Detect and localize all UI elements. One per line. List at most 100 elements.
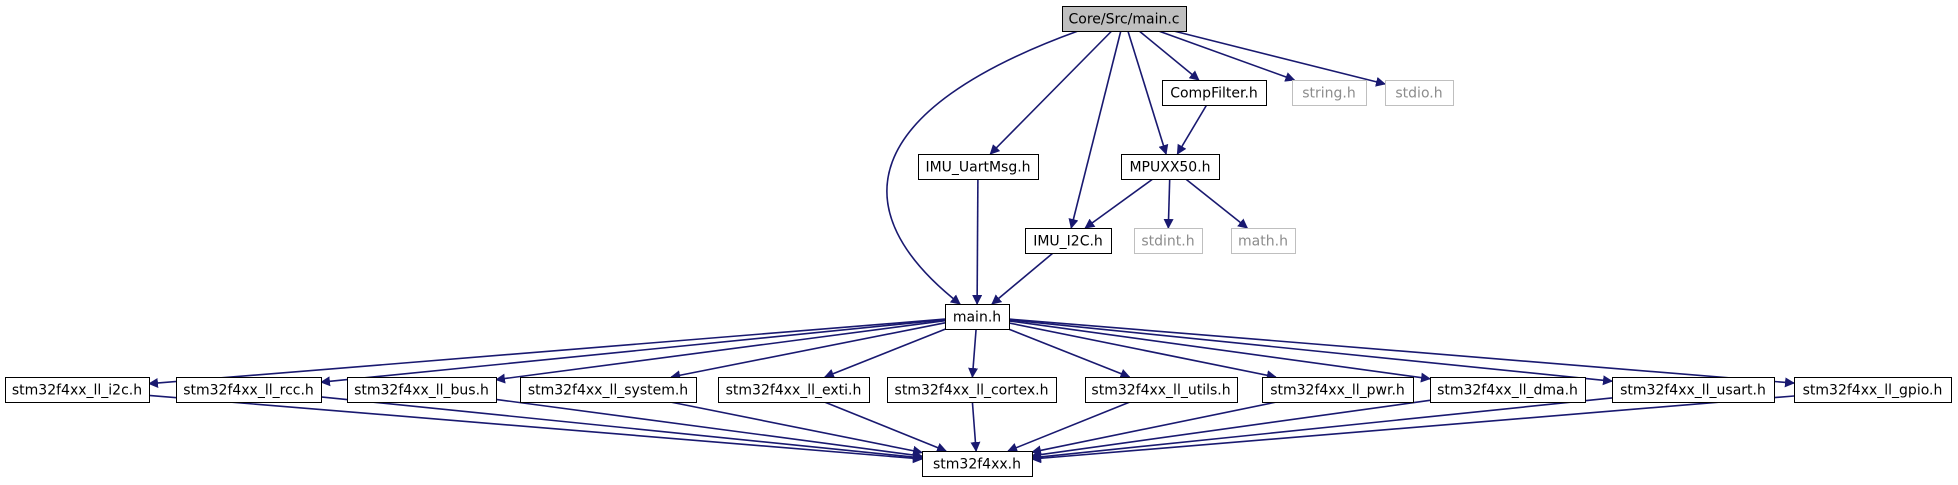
node-stdint-h: stdint.h — [1134, 228, 1203, 254]
node-ll-i2c-h[interactable]: stm32f4xx_ll_i2c.h — [5, 377, 150, 403]
node-main-h[interactable]: main.h — [945, 304, 1010, 330]
edge-imu-i2c-h-to-main-h — [991, 252, 1054, 305]
node-comp-filter-h[interactable]: CompFilter.h — [1162, 80, 1267, 106]
edge-main-c-to-imu-uartmsg-h — [989, 30, 1113, 155]
edge-main-h-to-ll-bus-h — [495, 319, 946, 384]
edge-main-c-to-stdio-h — [1173, 30, 1386, 87]
edge-main-h-to-ll-gpio-h — [1008, 318, 1795, 388]
node-ll-usart-h[interactable]: stm32f4xx_ll_usart.h — [1612, 377, 1775, 403]
node-box-comp-filter-h — [1162, 80, 1267, 106]
node-box-mpuxx50-h — [1121, 154, 1220, 180]
node-box-ll-gpio-h — [1794, 377, 1952, 403]
edge-ll-bus-h-to-stm32f4xx-h — [495, 398, 923, 460]
node-box-ll-bus-h — [347, 377, 497, 403]
edge-main-h-to-ll-system-h — [670, 322, 946, 381]
node-label-math-h: math.h — [1238, 234, 1288, 250]
edge-mpuxx50-h-to-stdint-h — [1163, 178, 1174, 229]
node-label-string-h: string.h — [1302, 86, 1356, 102]
edges — [148, 30, 1795, 464]
node-label-stm32f4xx-h: stm32f4xx.h — [933, 457, 1021, 473]
node-ll-system-h[interactable]: stm32f4xx_ll_system.h — [520, 377, 697, 403]
node-box-ll-pwr-h — [1262, 377, 1414, 403]
node-ll-rcc-h[interactable]: stm32f4xx_ll_rcc.h — [176, 377, 322, 403]
node-box-string-h — [1292, 80, 1367, 106]
node-label-imu-i2c-h: IMU_I2C.h — [1033, 234, 1103, 250]
node-box-ll-system-h — [520, 377, 697, 403]
node-ll-pwr-h[interactable]: stm32f4xx_ll_pwr.h — [1262, 377, 1414, 403]
edge-ll-cortex-h-to-stm32f4xx-h — [970, 401, 981, 452]
node-label-ll-gpio-h: stm32f4xx_ll_gpio.h — [1803, 383, 1943, 399]
node-ll-utils-h[interactable]: stm32f4xx_ll_utils.h — [1085, 377, 1238, 403]
edge-main-h-to-ll-utils-h — [1008, 328, 1131, 379]
node-box-imu-uartmsg-h — [918, 154, 1039, 180]
edge-main-c-to-imu-i2c-h — [1068, 30, 1122, 229]
node-box-stdio-h — [1385, 80, 1454, 106]
node-stm32f4xx-h[interactable]: stm32f4xx.h — [922, 451, 1033, 477]
edge-ll-usart-h-to-stm32f4xx-h — [1031, 397, 1613, 462]
node-label-main-h: main.h — [953, 310, 1001, 326]
node-math-h: math.h — [1231, 228, 1296, 254]
node-label-imu-uartmsg-h: IMU_UartMsg.h — [925, 160, 1030, 176]
edge-main-c-to-string-h — [1158, 30, 1296, 82]
node-label-ll-usart-h: stm32f4xx_ll_usart.h — [1620, 383, 1766, 399]
node-label-stdio-h: stdio.h — [1395, 86, 1442, 102]
node-ll-exti-h[interactable]: stm32f4xx_ll_exti.h — [718, 377, 870, 403]
node-ll-cortex-h[interactable]: stm32f4xx_ll_cortex.h — [887, 377, 1057, 403]
node-box-main-h — [945, 304, 1010, 330]
node-box-imu-i2c-h — [1025, 228, 1112, 254]
node-label-stdint-h: stdint.h — [1141, 234, 1194, 250]
edge-main-h-to-ll-cortex-h — [968, 328, 979, 378]
node-box-ll-utils-h — [1085, 377, 1238, 403]
node-box-ll-exti-h — [718, 377, 870, 403]
edge-main-h-to-ll-rcc-h — [320, 318, 946, 387]
edge-ll-utils-h-to-stm32f4xx-h — [1007, 401, 1131, 453]
edge-ll-system-h-to-stm32f4xx-h — [670, 401, 923, 456]
edge-ll-dma-h-to-stm32f4xx-h — [1031, 399, 1431, 460]
edge-main-c-to-comp-filter-h — [1138, 30, 1200, 81]
node-label-ll-pwr-h: stm32f4xx_ll_pwr.h — [1270, 383, 1405, 399]
edge-ll-rcc-h-to-stm32f4xx-h — [320, 396, 923, 462]
node-box-math-h — [1231, 228, 1296, 254]
edge-ll-i2c-h-to-stm32f4xx-h — [148, 394, 923, 464]
node-label-ll-system-h: stm32f4xx_ll_system.h — [528, 383, 688, 399]
node-imu-uartmsg-h[interactable]: IMU_UartMsg.h — [918, 154, 1039, 180]
node-label-ll-rcc-h: stm32f4xx_ll_rcc.h — [183, 383, 314, 399]
node-ll-dma-h[interactable]: stm32f4xx_ll_dma.h — [1430, 377, 1586, 403]
node-main-c: Core/Src/main.c — [1062, 6, 1187, 32]
node-box-stdint-h — [1134, 228, 1203, 254]
node-box-ll-usart-h — [1612, 377, 1775, 403]
node-label-ll-cortex-h: stm32f4xx_ll_cortex.h — [895, 383, 1049, 399]
node-box-stm32f4xx-h — [922, 451, 1033, 477]
node-label-ll-dma-h: stm32f4xx_ll_dma.h — [1437, 383, 1578, 399]
node-label-ll-i2c-h: stm32f4xx_ll_i2c.h — [12, 383, 142, 399]
edge-mpuxx50-h-to-math-h — [1185, 178, 1249, 229]
node-label-mpuxx50-h: MPUXX50.h — [1129, 160, 1210, 176]
node-label-ll-bus-h: stm32f4xx_ll_bus.h — [354, 383, 489, 399]
edge-ll-pwr-h-to-stm32f4xx-h — [1031, 401, 1277, 456]
node-ll-bus-h[interactable]: stm32f4xx_ll_bus.h — [347, 377, 497, 403]
node-box-ll-dma-h — [1430, 377, 1586, 403]
node-box-ll-rcc-h — [176, 377, 322, 403]
node-box-main-c — [1062, 6, 1187, 32]
edge-main-h-to-ll-i2c-h — [148, 318, 946, 388]
node-box-ll-i2c-h — [5, 377, 150, 403]
node-stdio-h: stdio.h — [1385, 80, 1454, 106]
edge-ll-exti-h-to-stm32f4xx-h — [824, 401, 947, 453]
node-string-h: string.h — [1292, 80, 1367, 106]
edge-mpuxx50-h-to-imu-i2c-h — [1084, 178, 1154, 229]
node-imu-i2c-h[interactable]: IMU_I2C.h — [1025, 228, 1112, 254]
edge-main-h-to-ll-exti-h — [823, 328, 946, 379]
edge-main-h-to-ll-pwr-h — [1008, 322, 1277, 381]
node-ll-gpio-h[interactable]: stm32f4xx_ll_gpio.h — [1794, 377, 1952, 403]
edge-imu-uartmsg-h-to-main-h — [972, 178, 983, 305]
node-label-ll-utils-h: stm32f4xx_ll_utils.h — [1091, 383, 1230, 399]
node-mpuxx50-h[interactable]: MPUXX50.h — [1121, 154, 1220, 180]
node-label-main-c: Core/Src/main.c — [1069, 12, 1180, 28]
node-label-comp-filter-h: CompFilter.h — [1170, 86, 1258, 102]
edge-main-h-to-ll-usart-h — [1008, 319, 1613, 386]
edge-main-h-to-ll-dma-h — [1008, 320, 1431, 383]
edge-ll-gpio-h-to-stm32f4xx-h — [1031, 395, 1795, 464]
edge-main-c-to-mpuxx50-h — [1127, 30, 1169, 155]
